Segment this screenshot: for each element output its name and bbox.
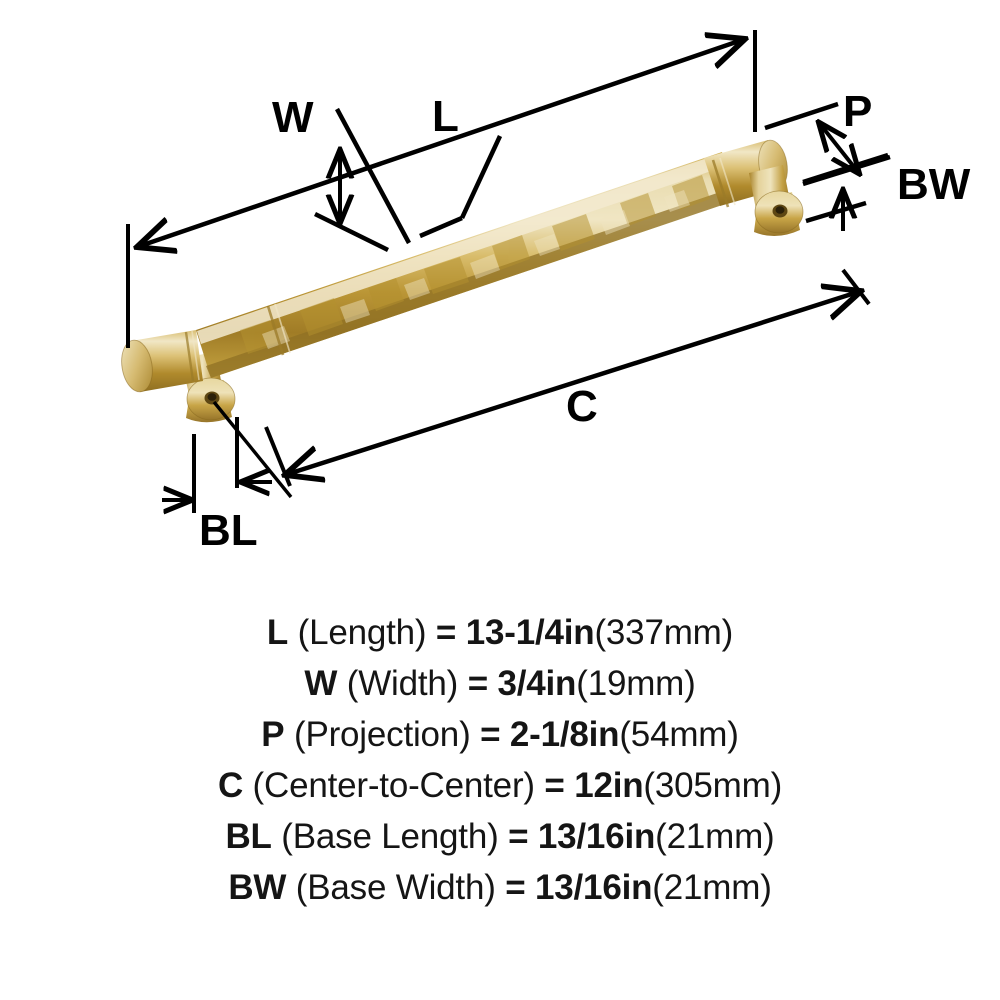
spec-equals: = bbox=[435, 613, 457, 652]
dimension-length: L bbox=[126, 30, 757, 348]
spec-name: (Projection) bbox=[293, 715, 471, 754]
spec-row-projection: P (Projection) = 2-1/8in(54mm) bbox=[0, 710, 1000, 759]
dimension-center-to-center: C bbox=[264, 268, 871, 487]
spec-code: BW bbox=[228, 868, 287, 907]
spec-equals: = bbox=[505, 868, 526, 907]
pull-handle-dimension-diagram: L W P BW C BL bbox=[121, 30, 971, 555]
spec-metric: (19mm) bbox=[576, 664, 696, 703]
spec-name: (Base Width) bbox=[295, 868, 496, 907]
spec-equals: = bbox=[467, 664, 488, 703]
spec-metric: (21mm) bbox=[652, 868, 772, 907]
specification-list: L (Length) = 13-1/4in(337mm) W (Width) =… bbox=[0, 608, 1000, 912]
label-length: L bbox=[432, 92, 459, 141]
spec-name: (Length) bbox=[297, 613, 427, 652]
right-mounting-post bbox=[749, 165, 804, 237]
spec-value: 13-1/4in bbox=[465, 613, 595, 652]
label-base-length: BL bbox=[199, 506, 258, 555]
spec-equals: = bbox=[544, 766, 565, 805]
spec-equals: = bbox=[508, 817, 529, 856]
spec-name: (Width) bbox=[346, 664, 459, 703]
spec-code: BL bbox=[225, 817, 272, 856]
spec-row-width: W (Width) = 3/4in(19mm) bbox=[0, 659, 1000, 708]
hammered-bar bbox=[196, 152, 737, 378]
spec-row-length: L (Length) = 13-1/4in(337mm) bbox=[0, 608, 1000, 657]
spec-metric: (337mm) bbox=[594, 613, 734, 652]
spec-equals: = bbox=[480, 715, 501, 754]
spec-value: 13/16in bbox=[535, 868, 653, 907]
spec-metric: (54mm) bbox=[619, 715, 739, 754]
dimension-width: W bbox=[272, 93, 411, 253]
spec-metric: (21mm) bbox=[655, 817, 775, 856]
label-width: W bbox=[272, 93, 314, 142]
spec-value: 2-1/8in bbox=[509, 715, 620, 754]
spec-row-center-to-center: C (Center-to-Center) = 12in(305mm) bbox=[0, 761, 1000, 810]
spec-metric: (305mm) bbox=[643, 766, 783, 805]
left-end-cap bbox=[121, 330, 203, 393]
spec-value: 3/4in bbox=[497, 664, 577, 703]
label-base-width: BW bbox=[897, 160, 971, 209]
spec-code: L bbox=[266, 613, 289, 652]
spec-code: W bbox=[304, 664, 338, 703]
spec-name: (Center-to-Center) bbox=[252, 766, 536, 805]
spec-row-base-width: BW (Base Width) = 13/16in(21mm) bbox=[0, 863, 1000, 912]
spec-code: P bbox=[261, 715, 285, 754]
spec-code: C bbox=[217, 766, 244, 805]
dimension-base-width: BW bbox=[802, 154, 971, 231]
spec-name: (Base Length) bbox=[281, 817, 499, 856]
spec-row-base-length: BL (Base Length) = 13/16in(21mm) bbox=[0, 812, 1000, 861]
label-center-to-center: C bbox=[566, 382, 598, 431]
spec-value: 12in bbox=[574, 766, 644, 805]
label-projection: P bbox=[843, 87, 872, 136]
dimension-base-length: BL bbox=[162, 400, 293, 555]
spec-value: 13/16in bbox=[537, 817, 656, 856]
handle-illustration bbox=[121, 139, 804, 423]
